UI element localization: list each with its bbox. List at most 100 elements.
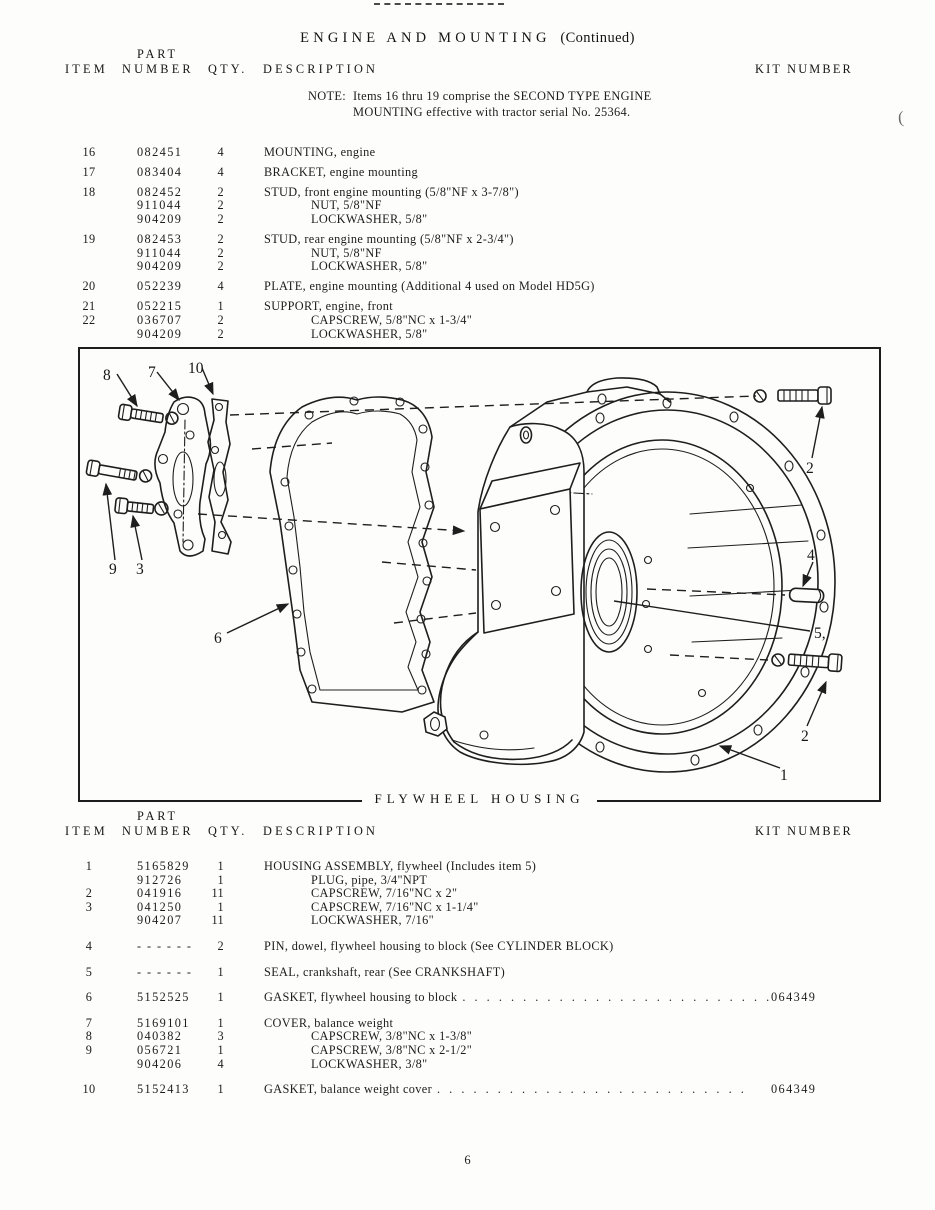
description-text: PLATE, engine mounting (Additional 4 use… [264, 279, 595, 294]
description-text: CAPSCREW, 7/16"NC x 2" [311, 886, 458, 901]
qty-cell: 1 [217, 1042, 224, 1057]
qty-cell: 2 [217, 184, 224, 199]
description-cell: HOUSING ASSEMBLY, flywheel (Includes ite… [264, 859, 847, 874]
qty-cell: 1 [217, 990, 224, 1005]
description-cell: CAPSCREW, 5/8"NC x 1-3/4" [264, 312, 847, 328]
column-header-kit-number: KIT NUMBER [755, 62, 853, 76]
part-number-cell: 082452 [137, 184, 183, 199]
table-row: 904209 2 LOCKWASHER, 5/8" [0, 326, 935, 342]
spacer [233, 260, 264, 274]
figure-box: 8 7 10 9 3 6 2 4 5, 2 1 [78, 347, 881, 802]
figure-label: 2 [806, 460, 814, 477]
figure-caption: FLYWHEEL HOUSING [78, 790, 881, 808]
spacer [113, 1030, 137, 1044]
part-number-cell: 904209 [137, 326, 183, 341]
description-cell: SUPPORT, engine, front [264, 300, 847, 314]
spacer [113, 901, 137, 915]
item-cell: 22 [82, 312, 96, 327]
spacer [233, 186, 264, 200]
note-text1: Items 16 thru 19 comprise the SECOND TYP… [353, 89, 652, 103]
cover-gasket-drawing [207, 398, 232, 555]
figure-label: 8 [103, 367, 111, 384]
qty-cell: 11 [211, 886, 224, 901]
part-number-cell: 5169101 [137, 1015, 190, 1030]
description-cell: NUT, 5/8"NF [264, 246, 847, 261]
column-header-qty: QTY. [208, 824, 248, 838]
item-cell: 8 [85, 1029, 93, 1044]
description-cell: LOCKWASHER, 7/16" [264, 914, 847, 928]
capscrew-2-top-drawing [753, 386, 832, 405]
item-cell: 18 [82, 184, 96, 199]
spacer [233, 328, 264, 342]
part-number-cell: 5152413 [137, 1082, 190, 1097]
qty-cell: 2 [217, 259, 224, 274]
callouts: 8 7 10 9 3 6 2 4 5, 2 1 [102, 360, 827, 784]
note-label: NOTE: [308, 89, 346, 103]
qty-cell: 1 [217, 859, 224, 873]
spacer [113, 860, 137, 874]
alignment-dashes [197, 395, 786, 661]
page-title-suffix: (Continued) [560, 30, 635, 46]
part-number-cell: - - - - - - [137, 964, 193, 979]
description-text: MOUNTING, engine [264, 144, 376, 159]
part-number-cell: 5165829 [137, 859, 190, 873]
spacer [113, 186, 137, 200]
description-text: COVER, balance weight [264, 1015, 394, 1030]
spacer [113, 940, 137, 954]
qty-cell: 4 [217, 164, 224, 179]
qty-cell: 2 [217, 211, 224, 226]
description-text: PIN, dowel, flywheel housing to block (S… [264, 938, 614, 953]
qty-cell: 4 [217, 279, 224, 294]
flywheel-housing-table: 1 5165829 1 HOUSING ASSEMBLY, flywheel (Inc… [0, 848, 935, 1097]
column-header-item: ITEM [65, 62, 108, 76]
description-cell: CAPSCREW, 3/8"NC x 1-3/8" [264, 1030, 847, 1044]
figure-label: 2 [801, 728, 809, 745]
spacer [113, 213, 137, 227]
page-title-main: ENGINE AND MOUNTING [300, 30, 551, 46]
description-text: BRACKET, engine mounting [264, 164, 419, 179]
qty-cell: 2 [217, 326, 224, 341]
pipe-plug-drawing [423, 711, 448, 737]
qty-cell: 11 [211, 913, 224, 928]
qty-cell: 2 [217, 245, 224, 260]
description-text: LOCKWASHER, 5/8" [311, 259, 428, 274]
qty-cell: 1 [217, 899, 224, 914]
spacer [233, 213, 264, 227]
qty-cell: 2 [217, 938, 224, 953]
description-text: CAPSCREW, 5/8"NC x 1-3/4" [311, 312, 473, 327]
description-text: LOCKWASHER, 5/8" [311, 211, 428, 226]
spacer [113, 874, 137, 888]
description-text: GASKET, balance weight cover [264, 1082, 433, 1097]
description-cell: SEAL, crankshaft, rear (See CRANKSHAFT) [264, 965, 847, 980]
figure-label: 10 [188, 360, 204, 377]
description-cell: LOCKWASHER, 5/8" [264, 327, 847, 342]
part-number-cell: 083404 [137, 164, 183, 179]
spacer [113, 1083, 137, 1097]
item-cell: 4 [85, 938, 93, 953]
page-number: 6 [464, 1153, 471, 1167]
figure-label: 4 [807, 547, 815, 564]
spacer [113, 328, 137, 342]
kit-number-cell: 064349 [771, 990, 817, 1005]
spacer [233, 247, 264, 261]
part-number-cell: 052215 [137, 299, 183, 314]
description-cell: STUD, front engine mounting (5/8"NF x 3-… [264, 185, 847, 200]
item-cell [65, 328, 113, 342]
description-cell: PIN, dowel, flywheel housing to block (S… [264, 938, 847, 954]
capscrew-2-bottom-drawing [771, 653, 843, 673]
spacer [233, 1083, 264, 1097]
spacer [233, 1058, 264, 1072]
spacer [233, 280, 264, 294]
part-number-cell: 904207 [137, 913, 183, 928]
